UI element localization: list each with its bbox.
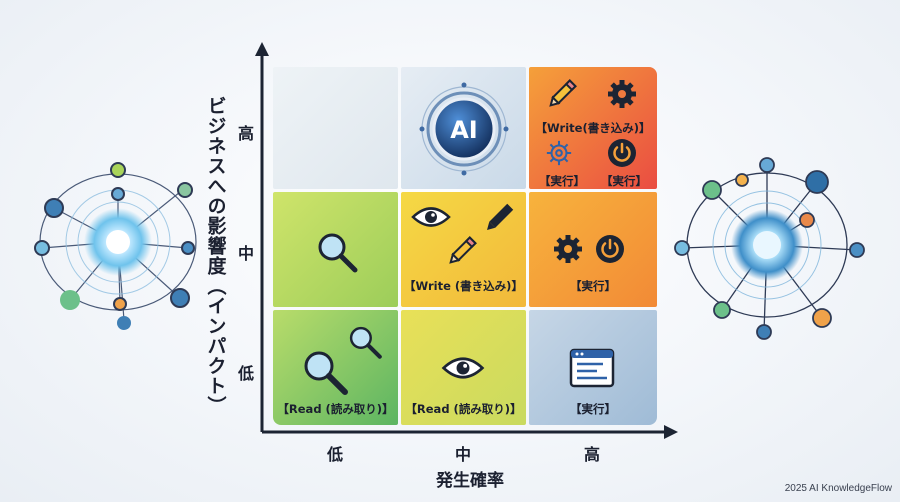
pencil-small-icon xyxy=(449,236,477,264)
left-network-graphic xyxy=(34,162,197,330)
cell-low-high: 【実行】 xyxy=(529,310,657,425)
x-tick-high: 高 xyxy=(583,445,600,464)
y-tick-low: 低 xyxy=(237,364,254,383)
cell-high-high-left-label: 【実行】 xyxy=(539,174,585,188)
power-icon xyxy=(596,235,624,263)
cell-mid-low xyxy=(273,192,398,307)
cell-high-mid: AI xyxy=(401,67,526,189)
y-tick-high: 高 xyxy=(237,124,254,143)
x-tick-mid: 中 xyxy=(454,445,471,464)
pencil-dark-icon xyxy=(487,203,514,230)
cell-low-mid: 【Read (読み取り)】 xyxy=(401,310,526,425)
y-tick-mid: 中 xyxy=(237,244,254,263)
cell-mid-mid-label: 【Write (書き込み)】 xyxy=(404,279,523,293)
x-tick-low: 低 xyxy=(326,445,343,464)
gear-icon xyxy=(554,235,582,263)
cell-mid-high: 【実行】 xyxy=(529,192,657,307)
eye-icon xyxy=(441,357,485,379)
magnifier-small-icon xyxy=(349,326,382,359)
ai-badge-text: AI xyxy=(450,116,478,144)
cell-low-low: 【Read (読み取り)】 xyxy=(273,310,398,425)
ai-badge-icon: AI xyxy=(419,82,509,176)
terminal-window-icon xyxy=(569,348,615,388)
gear-outline-icon xyxy=(546,140,572,166)
cell-high-low xyxy=(273,67,398,189)
cell-high-high: 【Write(書き込み)】 【実行】 【実行】 xyxy=(529,67,657,189)
credit-text: 2025 AI KnowledgeFlow xyxy=(784,483,892,494)
cell-low-high-label: 【実行】 xyxy=(570,402,616,416)
magnifier-icon xyxy=(318,233,358,273)
cell-high-high-right-label: 【実行】 xyxy=(601,174,647,188)
axes-lines xyxy=(255,42,678,439)
cell-high-high-title: 【Write(書き込み)】 xyxy=(535,121,651,135)
y-axis-title: ビジネスへの影響度（インパクト） xyxy=(204,96,227,416)
right-network-graphic xyxy=(674,157,865,340)
cell-mid-high-label: 【実行】 xyxy=(570,279,616,293)
magnifier-large-icon xyxy=(304,351,348,395)
cell-mid-mid: 【Write (書き込み)】 xyxy=(401,192,526,307)
cell-low-mid-label: 【Read (読み取り)】 xyxy=(405,402,522,416)
cell-low-low-label: 【Read (読み取り)】 xyxy=(277,402,394,416)
x-axis-title: 発生確率 xyxy=(436,471,504,491)
eye-icon xyxy=(411,207,451,227)
power-icon xyxy=(608,139,636,167)
gear-icon xyxy=(608,80,636,108)
pencil-icon xyxy=(549,79,577,107)
